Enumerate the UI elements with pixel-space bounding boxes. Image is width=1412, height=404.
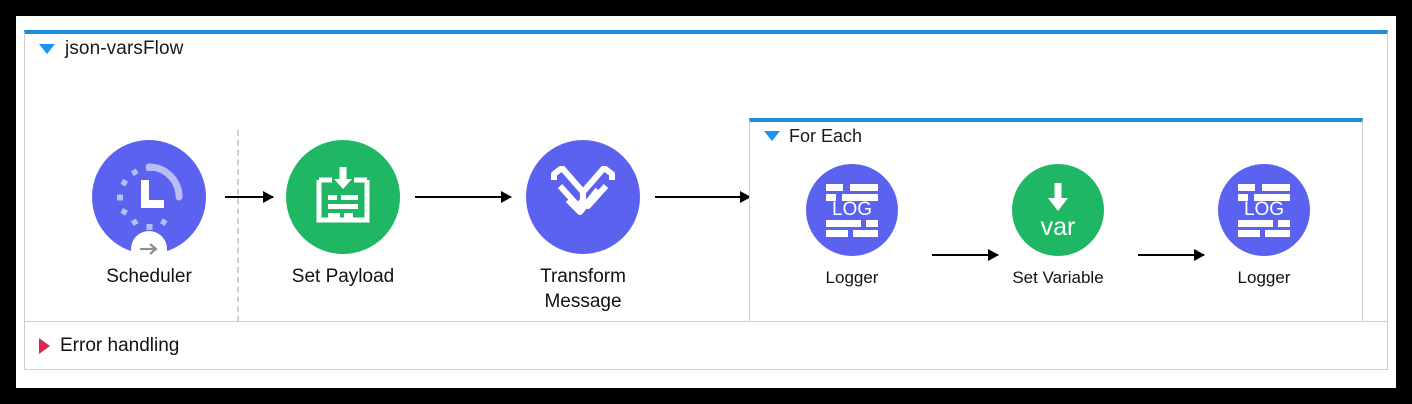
source-arrow-badge xyxy=(131,231,167,267)
logger-circle[interactable]: LOG xyxy=(806,164,898,256)
source-process-divider xyxy=(237,130,239,322)
logger-icon: LOG xyxy=(1238,184,1290,237)
node-label-scheduler: Scheduler xyxy=(106,266,192,287)
node-label-set-variable: Set Variable xyxy=(1012,268,1104,287)
node-set-payload[interactable]: Set Payload xyxy=(283,140,403,289)
logger-circle[interactable]: LOG xyxy=(1218,164,1310,256)
flow-title: json-varsFlow xyxy=(65,38,184,59)
process-area: Scheduler xyxy=(25,64,1387,350)
node-transform-message[interactable]: Transform Message xyxy=(523,140,643,314)
set-variable-icon-text: var xyxy=(1041,213,1076,240)
node-scheduler[interactable]: Scheduler xyxy=(89,140,209,289)
connector-transform-to-for-each xyxy=(655,191,751,203)
connector-set-variable-to-logger2 xyxy=(1138,249,1205,261)
flow-canvas: json-varsFlow xyxy=(16,16,1396,388)
connector-set-payload-to-transform xyxy=(415,191,512,203)
scheduler-clock-icon xyxy=(117,163,183,230)
node-set-variable[interactable]: var Set Variable xyxy=(998,164,1118,290)
flow-header[interactable]: json-varsFlow xyxy=(25,34,184,64)
node-logger-1[interactable]: LOG Logger xyxy=(792,164,912,290)
set-payload-icon xyxy=(316,167,370,223)
triangle-down-icon[interactable] xyxy=(39,44,55,54)
node-label-set-payload: Set Payload xyxy=(291,266,395,287)
scheduler-circle[interactable] xyxy=(92,140,206,267)
dataweave-transform-icon xyxy=(551,166,615,215)
error-handling-section[interactable]: Error handling xyxy=(25,321,1387,369)
scope-for-each[interactable]: For Each LOG xyxy=(749,118,1363,350)
arrow-right-icon xyxy=(140,243,158,255)
logger-icon-text: LOG xyxy=(832,199,872,220)
flow-container[interactable]: json-varsFlow xyxy=(24,30,1388,370)
connector-logger1-to-set-variable xyxy=(932,249,999,261)
scope-title: For Each xyxy=(789,125,863,146)
node-logger-2[interactable]: LOG Logger xyxy=(1204,164,1324,290)
set-variable-icon: var xyxy=(1041,183,1076,240)
connector-scheduler-to-set-payload xyxy=(225,191,274,203)
logger-icon-text: LOG xyxy=(1244,199,1284,220)
node-label-logger-1: Logger xyxy=(825,268,879,287)
logger-icon: LOG xyxy=(826,184,878,237)
triangle-down-icon[interactable] xyxy=(764,131,780,141)
node-label-logger-2: Logger xyxy=(1237,268,1291,287)
set-variable-circle[interactable]: var xyxy=(1012,164,1104,256)
triangle-right-icon[interactable] xyxy=(39,337,50,354)
scope-header[interactable]: For Each xyxy=(750,122,862,150)
error-handling-title: Error handling xyxy=(60,334,180,356)
set-payload-circle[interactable] xyxy=(286,140,400,254)
transform-message-circle[interactable] xyxy=(526,140,640,254)
node-label-transform-message: Transform Message xyxy=(540,266,626,312)
